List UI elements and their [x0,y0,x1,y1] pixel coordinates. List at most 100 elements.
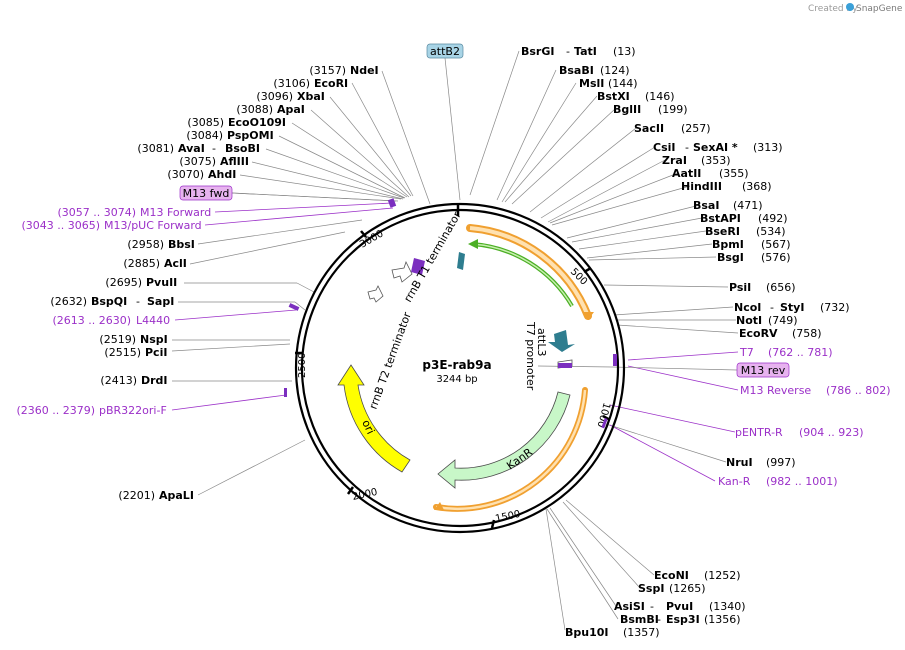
created-by-text: Created by [808,4,858,14]
primer-t7[interactable]: T7(762 .. 781) [739,346,833,359]
svg-text:NdeI: NdeI [350,64,379,77]
attb2-box[interactable]: attB2 [426,43,464,59]
primer-kan-r[interactable]: Kan-R(982 .. 1001) [718,475,838,488]
svg-text:M13 Forward: M13 Forward [140,206,211,219]
kanr-feature-arrow [437,391,571,489]
site-bglii[interactable]: BglII (199) [613,103,688,116]
site-apali[interactable]: (2201)ApaLI [118,489,194,502]
site-asisi-pvui[interactable]: AsiSI-PvuI(1340) [614,600,746,613]
site-avai-bsobi[interactable]: (3081)AvaI-BsoBI [137,142,260,155]
site-nspi[interactable]: (2519)NspI [99,333,167,346]
site-pcii[interactable]: (2515)PciI [104,346,167,359]
site-bpu10i[interactable]: Bpu10I(1357) [565,626,660,639]
site-ncoi-styi[interactable]: NcoI-StyI(732) [734,301,850,314]
site-pvuii[interactable]: (2695)PvuII [105,276,177,289]
site-noti[interactable]: NotI(749) [736,314,798,327]
svg-text:(2632): (2632) [50,295,87,308]
svg-text:(904 .. 923): (904 .. 923) [799,426,864,439]
primer-l4440[interactable]: (2613 .. 2630)L4440 [52,314,170,327]
site-bsrgi-tati[interactable]: BsrGI-TatI(13) [521,45,636,58]
site-bstxi[interactable]: BstXI(146) [597,90,675,103]
svg-text:BsrGI: BsrGI [521,45,554,58]
ori-feature-arrow [337,364,411,473]
site-afliii[interactable]: (3075)AflIII [179,155,249,168]
primer-m13-forward[interactable]: (3057 .. 3074) M13 Forward [57,206,211,219]
m13-rev-box[interactable]: M13 rev [736,362,790,378]
m13-fwd-box[interactable]: M13 fwd [179,185,233,201]
site-csii-sexai[interactable]: CsiI-SexAI *(313) [653,141,783,154]
attb2-label: attB2 [430,45,460,58]
svg-text:AvaI: AvaI [178,142,205,155]
site-acli[interactable]: (2885)AclI [123,257,186,270]
primer-pbr322ori-f[interactable]: (2360 .. 2379)pBR322ori-F [16,404,166,417]
t7-promoter-label: T7 promoter [524,321,537,391]
svg-text:SspI: SspI [638,582,664,595]
svg-text:(3085): (3085) [187,116,224,129]
site-leader-lines [171,50,739,631]
svg-text:(656): (656) [766,281,796,294]
site-zrai[interactable]: ZraI(353) [662,154,731,167]
site-apai[interactable]: (3088)ApaI [236,103,304,116]
site-sacii[interactable]: SacII(257) [634,122,711,135]
rrnb-t1-primer-marker-icon [411,258,425,275]
site-bbsi[interactable]: (2958)BbsI [127,238,194,251]
site-bpmi[interactable]: BpmI(567) [712,238,791,251]
svg-text:SapI: SapI [147,295,174,308]
primer-pentr-r[interactable]: pENTR-R(904 .. 923) [735,426,864,439]
site-bsmbi-esp3i[interactable]: BsmBI-Esp3I(1356) [620,613,741,626]
m13-fwd-label: M13 fwd [183,187,230,200]
svg-text:EcoNI: EcoNI [654,569,689,582]
site-hindiii[interactable]: HindIII(368) [681,180,772,193]
site-sspi[interactable]: SspI(1265) [638,582,706,595]
svg-text:(1252): (1252) [704,569,741,582]
site-ecorv[interactable]: EcoRV(758) [739,327,822,340]
svg-text:NruI: NruI [726,456,753,469]
svg-text:(1356): (1356) [704,613,741,626]
site-aatii[interactable]: AatII(355) [672,167,749,180]
site-bstapi[interactable]: BstAPI(492) [700,212,788,225]
svg-text:NcoI: NcoI [734,301,761,314]
site-psii[interactable]: PsiI (656) [729,281,796,294]
svg-text:(144): (144) [608,77,638,90]
site-ecori[interactable]: (3106)EcoRI [273,77,348,90]
svg-text:(2695): (2695) [105,276,142,289]
attl3-label: attL3 [535,328,548,357]
tick-marks [295,204,611,529]
tick-1500: 1500 [494,509,521,525]
site-ahdi[interactable]: (3070)AhdI [167,168,236,181]
svg-text:(3088): (3088) [236,103,273,116]
site-ecoo109i[interactable]: (3085)EcoO109I [187,116,286,129]
svg-text:(2201): (2201) [118,489,155,502]
site-bsgi[interactable]: BsgI(576) [717,251,791,264]
site-pspomi[interactable]: (3084)PspOMI [186,129,273,142]
right-sites: BsrGI-TatI(13) BsaBI(124) MslI(144) BstX… [521,45,850,469]
site-bseri[interactable]: BseRI(534) [705,225,786,238]
svg-text:BbsI: BbsI [168,238,195,251]
site-bsabi[interactable]: BsaBI(124) [559,64,630,77]
site-ndei[interactable]: (3157)NdeI [309,64,378,77]
svg-text:(982 .. 1001): (982 .. 1001) [766,475,838,488]
svg-text:BspQI: BspQI [91,295,127,308]
primer-m13-reverse[interactable]: M13 Reverse(786 .. 802) [740,384,891,397]
svg-text:(3057 .. 3074): (3057 .. 3074) [57,206,136,219]
svg-text:-: - [650,600,654,613]
svg-text:(534): (534) [756,225,786,238]
right-primers: T7(762 .. 781) M13 Reverse(786 .. 802) p… [718,346,891,488]
site-nrui[interactable]: NruI(997) [726,456,796,469]
svg-text:EcoRV: EcoRV [739,327,778,340]
svg-text:NspI: NspI [140,333,168,346]
svg-text:(199): (199) [658,103,688,116]
site-bsai[interactable]: BsaI(471) [693,199,763,212]
svg-text:M13/pUC Forward: M13/pUC Forward [104,219,202,232]
site-drdi[interactable]: (2413)DrdI [100,374,167,387]
svg-text:-: - [657,613,661,626]
svg-text:-: - [685,141,689,154]
svg-text:PsiI: PsiI [729,281,751,294]
site-msli[interactable]: MslI(144) [579,77,638,90]
site-econi[interactable]: EcoNI (1252) [654,569,741,582]
primer-m13-puc-forward[interactable]: (3043 .. 3065)M13/pUC Forward [21,219,201,232]
svg-text:BglII: BglII [613,103,641,116]
site-xbai[interactable]: (3096)XbaI [256,90,324,103]
site-bspqi-sapi[interactable]: (2632)BspQI-SapI [50,295,174,308]
